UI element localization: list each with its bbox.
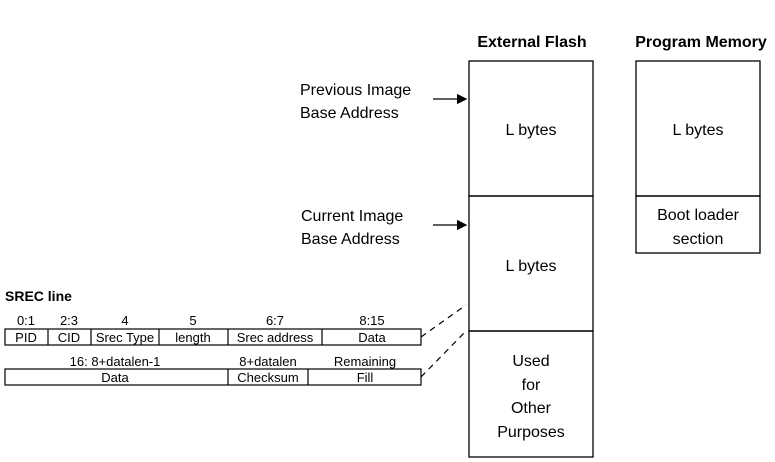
- current-image-label-line-1: Current Image: [301, 208, 403, 225]
- srec-field-index: Remaining: [334, 354, 396, 369]
- flash-segment-3-line-3: Other: [511, 400, 552, 417]
- flash-segment-3-line-2: for: [522, 377, 541, 394]
- srec-field-name: Fill: [357, 370, 374, 385]
- program-segment-2-line-2: section: [673, 231, 724, 248]
- external-flash-title: External Flash: [477, 34, 586, 51]
- srec-field-index: 16: 8+datalen-1: [70, 354, 161, 369]
- srec-field-index: 2:3: [60, 313, 78, 328]
- previous-image-pointer: Previous Image Base Address: [300, 82, 468, 122]
- flash-segment-2-label: L bytes: [506, 258, 557, 275]
- program-segment-bootloader: [635, 195, 761, 254]
- srec-field-index: 0:1: [17, 313, 35, 328]
- srec-field-name: CID: [58, 330, 80, 345]
- flash-segment-other: [468, 330, 594, 458]
- srec-zoom-line-lower: [420, 330, 467, 378]
- current-image-pointer: Current Image Base Address: [301, 208, 468, 248]
- flash-segment-3-line-1: Used: [512, 353, 549, 370]
- program-memory-column: L bytes Boot loader section: [635, 60, 761, 254]
- srec-field-name: length: [175, 330, 210, 345]
- flash-segment-3-line-4: Purposes: [497, 424, 565, 441]
- current-image-label-line-2: Base Address: [301, 231, 400, 248]
- srec-field-index: 5: [189, 313, 196, 328]
- srec-field-index: 4: [121, 313, 128, 328]
- srec-field-name: Srec address: [237, 330, 314, 345]
- srec-field-name: Data: [358, 330, 386, 345]
- previous-image-label-line-1: Previous Image: [300, 82, 411, 99]
- srec-field-index: 8:15: [359, 313, 384, 328]
- srec-field-index: 8+datalen: [239, 354, 296, 369]
- srec-field-name: Srec Type: [96, 330, 154, 345]
- srec-field-name: Data: [101, 370, 129, 385]
- srec-field-index: 6:7: [266, 313, 284, 328]
- srec-field-name: Checksum: [237, 370, 298, 385]
- srec-field-name: PID: [15, 330, 37, 345]
- previous-image-label-line-2: Base Address: [300, 105, 399, 122]
- external-flash-column: L bytes L bytes Used for Other Purposes: [468, 60, 594, 458]
- program-memory-title: Program Memory: [635, 34, 767, 51]
- program-segment-2-line-1: Boot loader: [657, 207, 740, 224]
- srec-row-2: 16: 8+datalen-1 8+datalen Remaining Data…: [4, 354, 422, 386]
- srec-line-title: SREC line: [5, 288, 72, 304]
- srec-row-1: 0:1 2:3 4 5 6:7 8:15 PID CID Srec Type l…: [4, 313, 422, 346]
- flash-segment-1-label: L bytes: [506, 122, 557, 139]
- program-segment-1-label: L bytes: [673, 122, 724, 139]
- srec-zoom-line-upper: [420, 304, 467, 338]
